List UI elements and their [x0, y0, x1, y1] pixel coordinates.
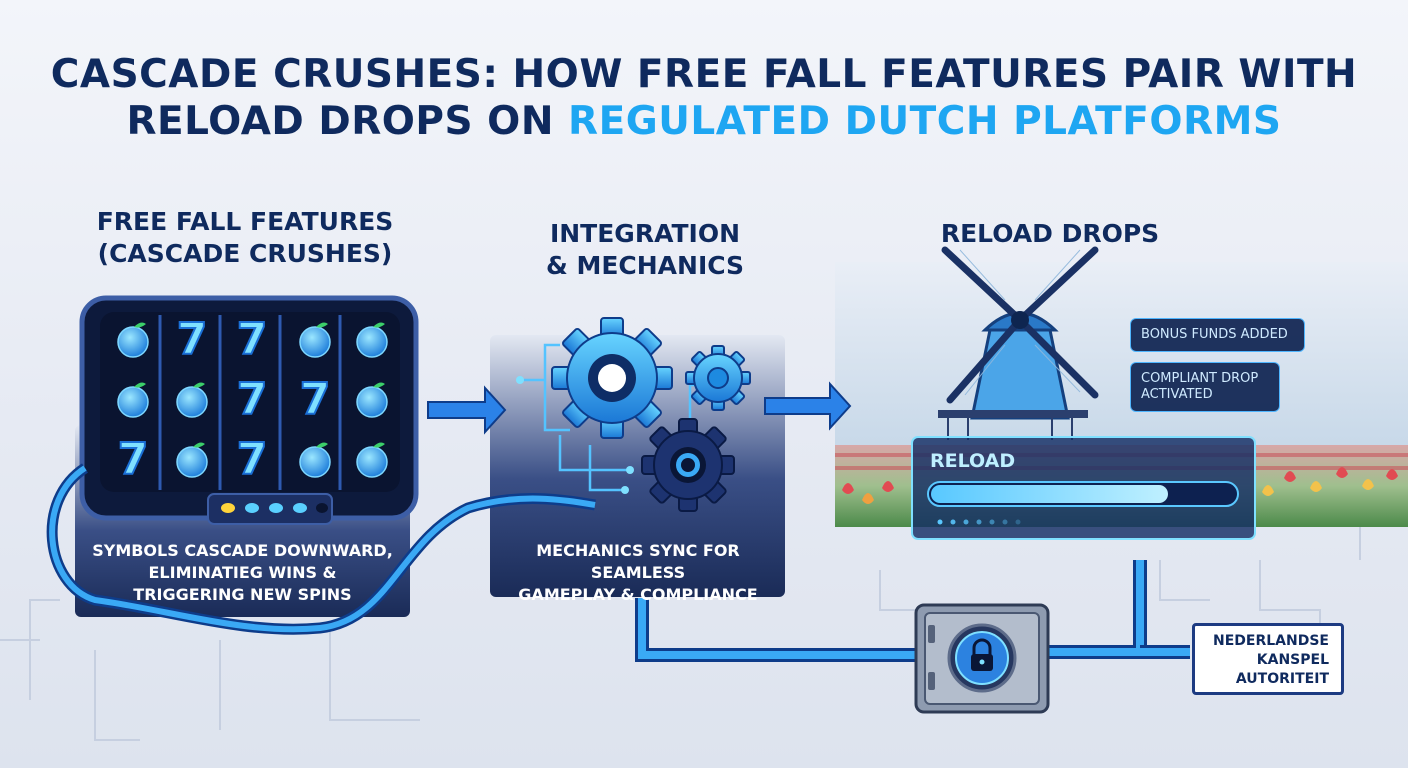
reload-heading: RELOAD DROPS — [940, 219, 1160, 248]
arrow-right-icon — [427, 385, 507, 435]
free-fall-heading: FREE FALL FEATURES (CASCADE CRUSHES) — [70, 206, 420, 270]
progress-dot — [937, 519, 943, 525]
reload-bar-label: RELOAD — [930, 450, 1016, 472]
progress-dot — [950, 519, 956, 525]
free-fall-caption: SYMBOLS CASCADE DOWNWARD, ELIMINATIEG WI… — [80, 540, 405, 606]
integration-caption-line2: GAMEPLAY & COMPLIANCE — [518, 585, 758, 604]
lock-icon — [971, 638, 993, 671]
free-fall-caption-line1: SYMBOLS CASCADE DOWNWARD, — [92, 541, 393, 560]
progress-dot — [1015, 519, 1021, 525]
regulator-line2: KANSPEL — [1256, 652, 1329, 668]
compliant-drop-notice: COMPLIANT DROP ACTIVATED — [1130, 362, 1280, 412]
gear-icon — [641, 418, 735, 512]
free-fall-heading-line2: (CASCADE CRUSHES) — [97, 239, 393, 268]
connector-pipes — [46, 463, 1190, 662]
slot-machine-icon — [79, 295, 419, 525]
compliant-drop-line2: ACTIVATED — [1141, 387, 1213, 402]
bonus-funds-notice: BONUS FUNDS ADDED — [1130, 318, 1305, 352]
integration-heading-line1: INTEGRATION — [549, 219, 741, 248]
gear-icon — [685, 345, 751, 411]
progress-dot — [989, 519, 995, 525]
windmill-icon — [938, 246, 1099, 440]
progress-dot — [976, 519, 982, 525]
page-title-line1: CASCADE CRUSHES: HOW FREE FALL FEATURES … — [50, 52, 1358, 97]
tulip-icon — [842, 467, 1398, 504]
integration-heading: INTEGRATION & MECHANICS — [495, 218, 795, 282]
free-fall-caption-line2: ELIMINATIEG WINS & — [148, 563, 337, 582]
title-part1: RELOAD DROPS ON — [126, 99, 569, 144]
free-fall-panel — [75, 295, 419, 617]
free-fall-caption-line3: TRIGGERING NEW SPINS — [133, 585, 352, 604]
progress-dot — [963, 519, 969, 525]
compliant-drop-line1: COMPLIANT DROP — [1141, 371, 1259, 386]
arrow-right-icon — [764, 381, 852, 431]
page-title-line2: RELOAD DROPS ON REGULATED DUTCH PLATFORM… — [0, 97, 1408, 147]
integration-panel — [490, 317, 785, 597]
vault-icon — [914, 603, 1050, 714]
integration-caption-line1: MECHANICS SYNC FOR SEAMLESS — [536, 541, 740, 582]
reload-bar-panel — [911, 436, 1256, 540]
reload-progress-fill — [931, 485, 1168, 503]
regulator-badge: NEDERLANDSE KANSPEL AUTORITEIT — [1192, 623, 1344, 695]
title-highlight: REGULATED DUTCH PLATFORMS — [568, 99, 1282, 144]
gear-icon — [551, 317, 673, 439]
regulator-line3: AUTORITEIT — [1235, 671, 1329, 687]
circuit-traces — [0, 500, 1361, 741]
integration-heading-line2: & MECHANICS — [545, 251, 745, 280]
integration-caption: MECHANICS SYNC FOR SEAMLESS GAMEPLAY & C… — [492, 540, 784, 606]
free-fall-heading-line1: FREE FALL FEATURES — [96, 207, 394, 236]
regulator-line1: NEDERLANDSE — [1213, 633, 1329, 649]
progress-dot — [1002, 519, 1008, 525]
